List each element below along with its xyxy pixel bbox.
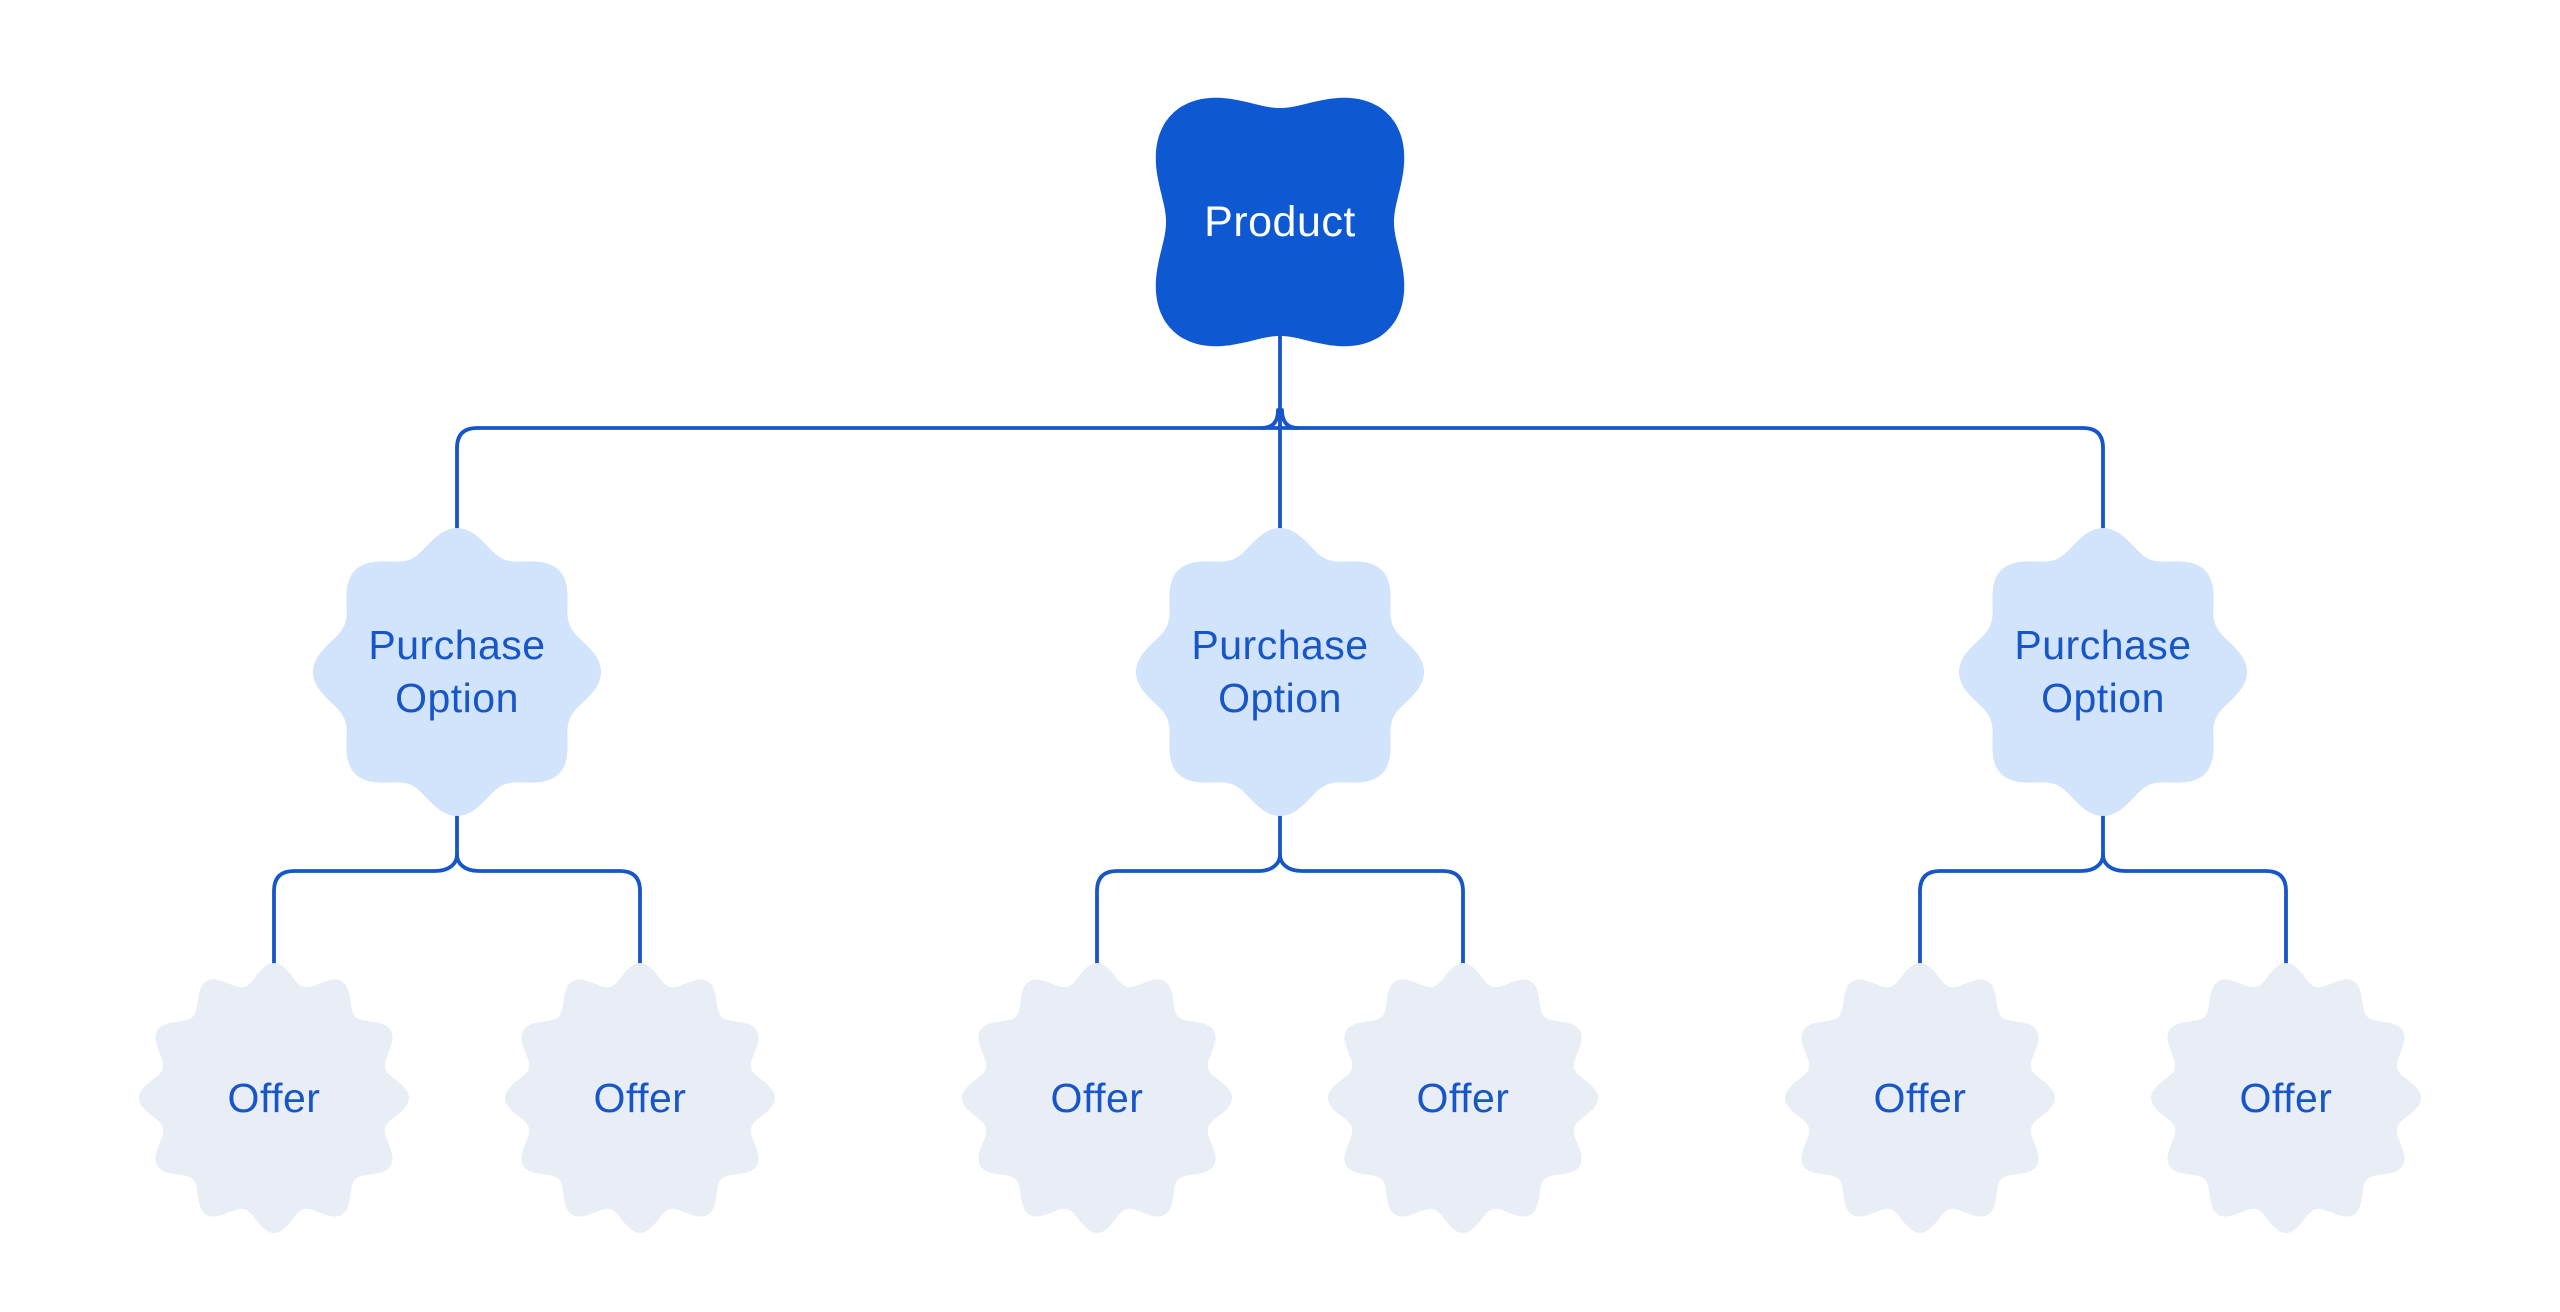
offer-blob-shape: [962, 963, 1232, 1233]
product-label: Product: [1204, 197, 1356, 246]
offer-blob-shape: [1785, 963, 2055, 1233]
connector-group1-left: [272, 853, 459, 970]
offer-node-1a: Offer: [114, 938, 434, 1258]
offer-label: Offer: [2239, 1074, 2333, 1121]
offer-node-2a: Offer: [937, 938, 1257, 1258]
purchase-option-blob-shape: [313, 528, 601, 816]
purchase-option-blob-shape: [1136, 528, 1424, 816]
product-node: Product: [1120, 62, 1440, 382]
connector-group3-left: [1918, 853, 2105, 970]
offer-blob-shape: [2151, 963, 2421, 1233]
offer-blob-path: [1785, 963, 2055, 1233]
purchase-option-blob-path: [313, 528, 601, 816]
offer-label: Offer: [1050, 1074, 1144, 1121]
offer-blob-path: [505, 963, 775, 1233]
connector-level1-fillet-left: [1260, 408, 1280, 430]
offer-node-3a: Offer: [1760, 938, 2080, 1258]
purchase-option-node-2: Purchase Option: [1120, 512, 1440, 832]
purchase-option-node-3: Purchase Option: [1943, 512, 2263, 832]
purchase-option-blob-path: [1959, 528, 2247, 816]
purchase-option-label: Purchase Option: [368, 622, 546, 721]
offer-node-3b: Offer: [2126, 938, 2446, 1258]
connector-group2-right: [1278, 853, 1465, 970]
offer-node-2b: Offer: [1303, 938, 1623, 1258]
connector-group3-right: [2101, 853, 2288, 970]
purchase-option-node-1: Purchase Option: [297, 512, 617, 832]
offer-blob-shape: [1328, 963, 1598, 1233]
connector-group1-right: [455, 853, 642, 970]
offer-blob-path: [1328, 963, 1598, 1233]
purchase-option-blob-path: [1136, 528, 1424, 816]
connector-level1-fillet-right: [1280, 408, 1300, 430]
connector-level1-bus: [455, 426, 2105, 532]
offer-label: Offer: [1873, 1074, 1967, 1121]
offer-blob-path: [962, 963, 1232, 1233]
offer-label: Offer: [593, 1074, 687, 1121]
offer-blob-shape: [505, 963, 775, 1233]
product-blob-path: [1155, 97, 1405, 347]
offer-blob-path: [139, 963, 409, 1233]
connector-group2-left: [1095, 853, 1282, 970]
offer-blob-shape: [139, 963, 409, 1233]
product-blob-shape: [1155, 97, 1405, 347]
purchase-option-label: Purchase Option: [2014, 622, 2192, 721]
offer-blob-path: [2151, 963, 2421, 1233]
offer-label: Offer: [1416, 1074, 1510, 1121]
purchase-option-blob-shape: [1959, 528, 2247, 816]
offer-node-1b: Offer: [480, 938, 800, 1258]
offer-label: Offer: [227, 1074, 321, 1121]
purchase-option-label: Purchase Option: [1191, 622, 1369, 721]
